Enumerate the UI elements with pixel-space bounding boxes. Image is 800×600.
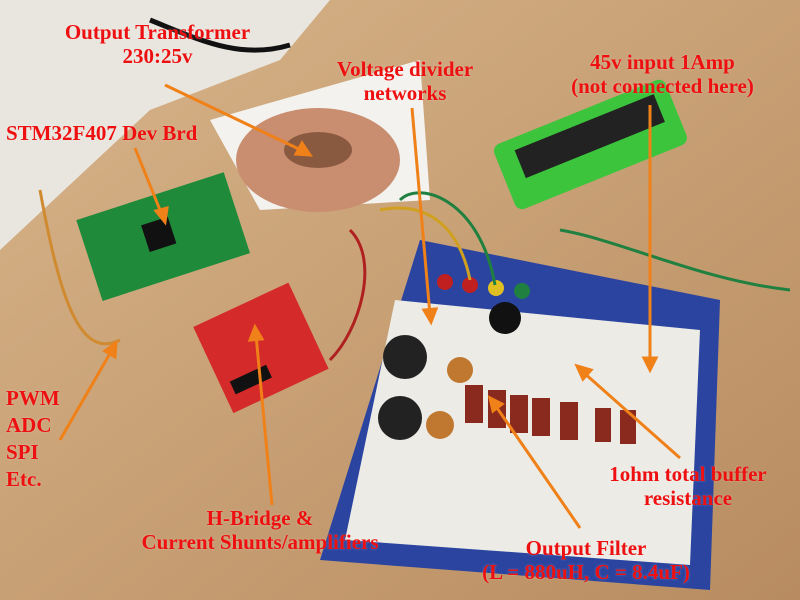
label-line: (L = 880uH, C = 8.4uF)	[482, 560, 690, 584]
label-line: Current Shunts/amplifiers	[141, 530, 379, 554]
label-line: (not connected here)	[571, 74, 754, 98]
label-line: Output Filter	[525, 536, 647, 560]
label-line: STM32F407 Dev Brd	[6, 121, 198, 145]
binding-posts	[437, 274, 530, 299]
battery-pack	[493, 79, 687, 210]
label-line: Etc.	[6, 467, 42, 491]
label-45v-input: 45v input 1Amp (not connected here)	[540, 50, 785, 98]
label-voltage-divider: Voltage divider networks	[330, 57, 480, 105]
label-line: 230:25v	[122, 44, 193, 68]
label-line: ADC	[6, 413, 52, 437]
label-line: resistance	[643, 486, 733, 510]
label-line: PWM	[6, 386, 60, 410]
label-line: H-Bridge &	[206, 506, 314, 530]
label-line: 45v input 1Amp	[590, 50, 735, 74]
label-output-filter: Output Filter (L = 880uH, C = 8.4uF)	[450, 536, 722, 584]
capacitor	[489, 302, 521, 334]
label-buffer-resistance: 1ohm total buffer resistance	[578, 462, 798, 510]
label-hbridge: H-Bridge & Current Shunts/amplifiers	[105, 506, 415, 554]
inductor	[383, 335, 427, 379]
white-wall	[0, 0, 330, 250]
label-line: Output Transformer	[64, 20, 251, 44]
label-signals: PWM ADC SPI Etc.	[6, 385, 60, 493]
label-line: networks	[363, 81, 447, 105]
label-line: Voltage divider	[336, 57, 474, 81]
label-stm32: STM32F407 Dev Brd	[6, 121, 197, 145]
label-output-transformer: Output Transformer 230:25v	[40, 20, 275, 68]
label-line: 1ohm total buffer	[609, 462, 767, 486]
label-line: SPI	[6, 440, 39, 464]
